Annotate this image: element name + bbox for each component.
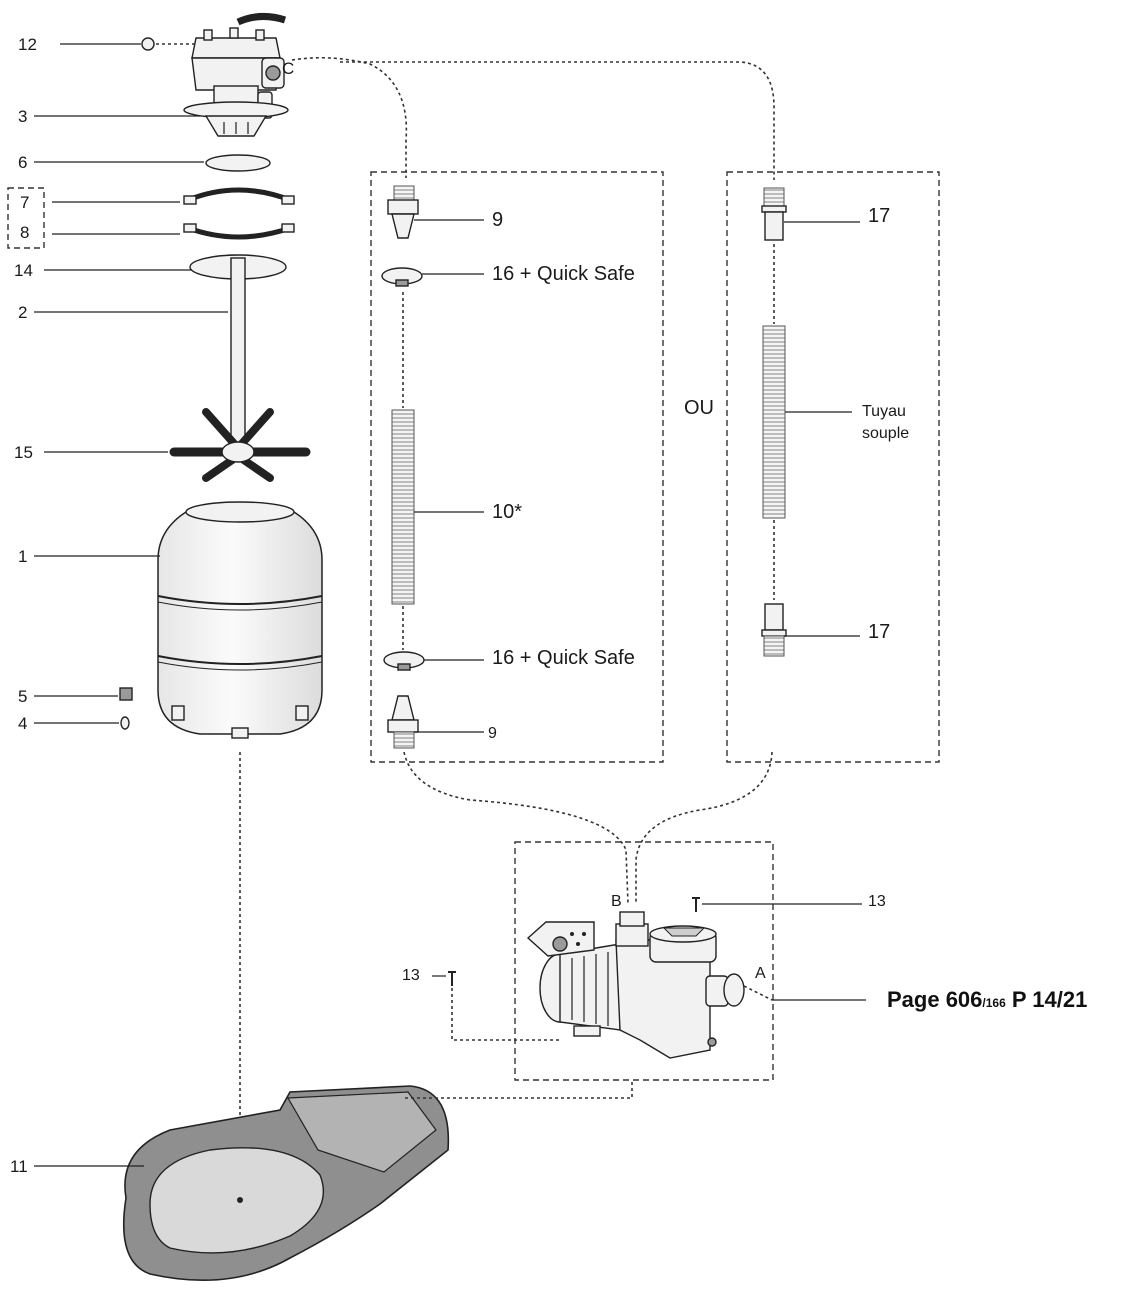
hose-kit-box bbox=[370, 171, 664, 763]
label-17-top: 17 bbox=[868, 205, 890, 227]
part-15-laterals: 15 bbox=[14, 408, 311, 482]
label-1: 1 bbox=[18, 547, 27, 566]
label-OU: OU bbox=[684, 397, 714, 419]
label-9-bottom: 9 bbox=[488, 725, 497, 742]
label-12: 12 bbox=[18, 35, 37, 54]
label-13-left: 13 bbox=[402, 967, 420, 984]
label-souple: souple bbox=[862, 425, 909, 442]
part-13-screw-left: 13 bbox=[402, 967, 456, 986]
part-9-hose-adapter-top: 9 bbox=[387, 185, 503, 239]
part-9-hose-adapter-bottom: 9 bbox=[387, 695, 497, 749]
label-tuyau: Tuyau bbox=[862, 403, 906, 420]
label-C: C bbox=[282, 59, 294, 78]
pump: B A bbox=[526, 893, 866, 1059]
label-16-bottom: 16 + Quick Safe bbox=[492, 647, 635, 669]
part-7-8-clamp: 7 8 bbox=[7, 187, 295, 249]
label-B: B bbox=[611, 893, 622, 910]
label-5: 5 bbox=[18, 687, 27, 706]
part-5-drain-plug: 5 bbox=[18, 687, 133, 706]
label-11: 11 bbox=[10, 1157, 28, 1176]
part-flex-hose: Tuyau souple bbox=[762, 325, 909, 519]
part-4-seal: 4 bbox=[18, 714, 130, 733]
label-9-top: 9 bbox=[492, 209, 503, 231]
valve-handle bbox=[236, 13, 287, 26]
label-16-top: 16 + Quick Safe bbox=[492, 263, 635, 285]
label-17-bottom: 17 bbox=[868, 621, 890, 643]
label-6: 6 bbox=[18, 153, 27, 172]
part-16-clamp-bottom: 16 + Quick Safe bbox=[383, 647, 635, 671]
part-12-screw: 12 bbox=[18, 35, 196, 54]
label-A: A bbox=[755, 965, 766, 982]
label-4: 4 bbox=[18, 714, 27, 733]
label-13-top: 13 bbox=[868, 893, 886, 910]
part-10-hose: 10* bbox=[391, 409, 522, 605]
part-11-base: 11 bbox=[10, 1085, 450, 1281]
part-3-multiport-valve: 3 bbox=[18, 13, 289, 137]
label-7: 7 bbox=[20, 193, 29, 212]
label-3: 3 bbox=[18, 107, 27, 126]
part-1-tank: 1 bbox=[18, 501, 323, 739]
label-14: 14 bbox=[14, 261, 33, 280]
part-17-fitting-top: 17 bbox=[761, 187, 890, 241]
part-17-fitting-bottom: 17 bbox=[761, 603, 890, 657]
label-15: 15 bbox=[14, 443, 33, 462]
label-2: 2 bbox=[18, 303, 27, 322]
part-16-clamp-top: 16 + Quick Safe bbox=[381, 263, 635, 287]
part-13-screw-top: 13 bbox=[692, 893, 886, 912]
page-reference: Page 606/166 P 14/21 bbox=[887, 987, 1087, 1012]
label-10: 10* bbox=[492, 501, 522, 523]
label-8: 8 bbox=[20, 223, 29, 242]
pump-box bbox=[514, 841, 774, 1081]
part-6-o-ring: 6 bbox=[18, 153, 271, 172]
flex-hose-box bbox=[726, 171, 940, 763]
